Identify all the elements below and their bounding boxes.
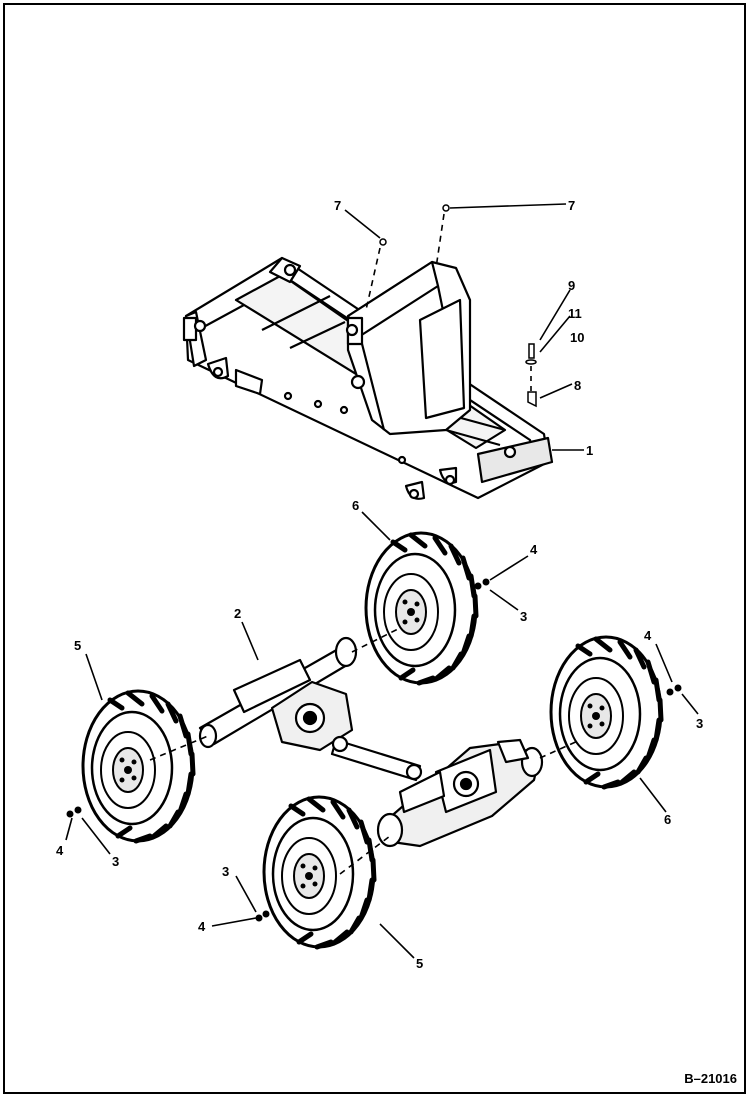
callout-11: 11 — [568, 306, 582, 321]
callout-4-upper: 4 — [530, 542, 538, 557]
drawing-reference-number: B–21016 — [684, 1071, 737, 1086]
callout-7-right: 7 — [568, 198, 575, 213]
drawing-border — [3, 3, 746, 1094]
tire-front-right — [264, 797, 374, 947]
callout-4-bottom: 4 — [198, 919, 206, 934]
callouts: 7 7 9 11 10 8 1 6 4 3 2 5 4 3 6 4 3 3 4 … — [56, 198, 703, 971]
callout-2: 2 — [234, 606, 241, 621]
callout-7-left: 7 — [334, 198, 341, 213]
callout-5-bottom: 5 — [416, 956, 423, 971]
callout-1: 1 — [586, 443, 593, 458]
callout-6-upper: 6 — [352, 498, 359, 513]
leader-lines — [65, 203, 699, 959]
callout-3-bottom: 3 — [222, 864, 229, 879]
callout-9: 9 — [568, 278, 575, 293]
callout-3-upper: 3 — [520, 609, 527, 624]
callout-6-right: 6 — [664, 812, 671, 827]
tire-front-left — [83, 691, 193, 841]
chassis-frame — [182, 256, 554, 500]
tire-rear-right — [551, 637, 661, 787]
callout-10: 10 — [570, 330, 584, 345]
callout-5-left: 5 — [74, 638, 81, 653]
callout-4-right: 4 — [644, 628, 652, 643]
callout-3-left: 3 — [112, 854, 119, 869]
tire-rear-left — [366, 533, 476, 683]
hardware — [66, 204, 682, 922]
callout-3-right: 3 — [696, 716, 703, 731]
callout-8: 8 — [574, 378, 581, 393]
axle-assembly — [198, 636, 544, 848]
callout-4-left: 4 — [56, 843, 64, 858]
